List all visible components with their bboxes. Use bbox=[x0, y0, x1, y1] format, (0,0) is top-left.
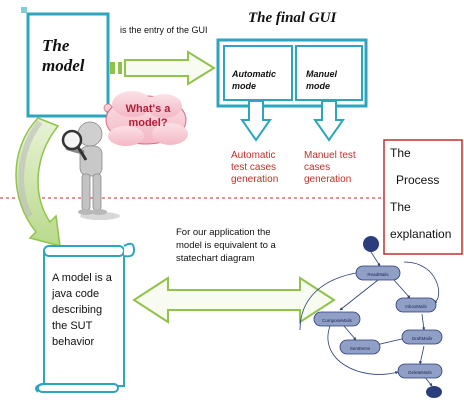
process-line-1: The bbox=[390, 146, 411, 160]
model-title-line2: model bbox=[42, 56, 85, 75]
model-title-line1: The bbox=[42, 36, 70, 55]
double-arrow bbox=[132, 276, 336, 324]
model-box bbox=[26, 12, 110, 118]
automatic-mode-label: Automatic mode bbox=[232, 69, 277, 91]
statechart-initial bbox=[363, 236, 379, 252]
state-deletemails bbox=[397, 363, 443, 379]
equivalence-text: For our application the model is equival… bbox=[176, 227, 276, 264]
state-draftmails bbox=[401, 329, 443, 345]
state-label: SentItems bbox=[350, 346, 371, 351]
automatic-down-arrow bbox=[240, 100, 272, 142]
statechart-final bbox=[426, 386, 442, 398]
state-label: DeleteMails bbox=[408, 370, 432, 375]
automatic-output-label: Automatic test cases generation bbox=[231, 150, 279, 185]
manual-mode-label: Manuel mode bbox=[306, 69, 338, 91]
process-line-4: explanation bbox=[390, 227, 452, 241]
process-box bbox=[383, 139, 463, 255]
entry-label: is the entry of the GUI bbox=[120, 25, 208, 35]
thought-bubble-text: What's a model? bbox=[125, 103, 171, 129]
automatic-mode-box bbox=[223, 45, 293, 101]
state-sentitems bbox=[339, 339, 381, 355]
state-composemails bbox=[313, 311, 361, 327]
process-line-2: Process bbox=[396, 173, 440, 187]
process-line-3: The bbox=[390, 200, 411, 214]
thinking-figure bbox=[61, 121, 120, 220]
state-label: ComposeMails bbox=[322, 318, 353, 323]
state-label: ReadMails bbox=[367, 272, 389, 277]
state-inboxmails bbox=[395, 297, 437, 313]
process-box-text: The Process The explanation bbox=[390, 146, 460, 242]
statechart-diagram: ReadMails InboxMails ComposeMails SentIt… bbox=[299, 236, 443, 398]
state-readmails bbox=[355, 265, 401, 281]
scroll-text: A model is a java code describing the SU… bbox=[52, 272, 112, 348]
model-title: The model bbox=[42, 36, 85, 76]
manual-down-arrow bbox=[313, 100, 345, 142]
scroll-shape bbox=[35, 242, 136, 393]
final-gui-title: The final GUI bbox=[248, 10, 337, 26]
magnifier-icon bbox=[61, 129, 83, 151]
manual-output-label: Manuel test cases generation bbox=[304, 150, 356, 185]
state-label: DraftMails bbox=[412, 336, 433, 341]
state-label: InboxMails bbox=[405, 304, 427, 309]
entry-arrow bbox=[110, 50, 216, 86]
thought-bubble-shape bbox=[103, 91, 188, 146]
